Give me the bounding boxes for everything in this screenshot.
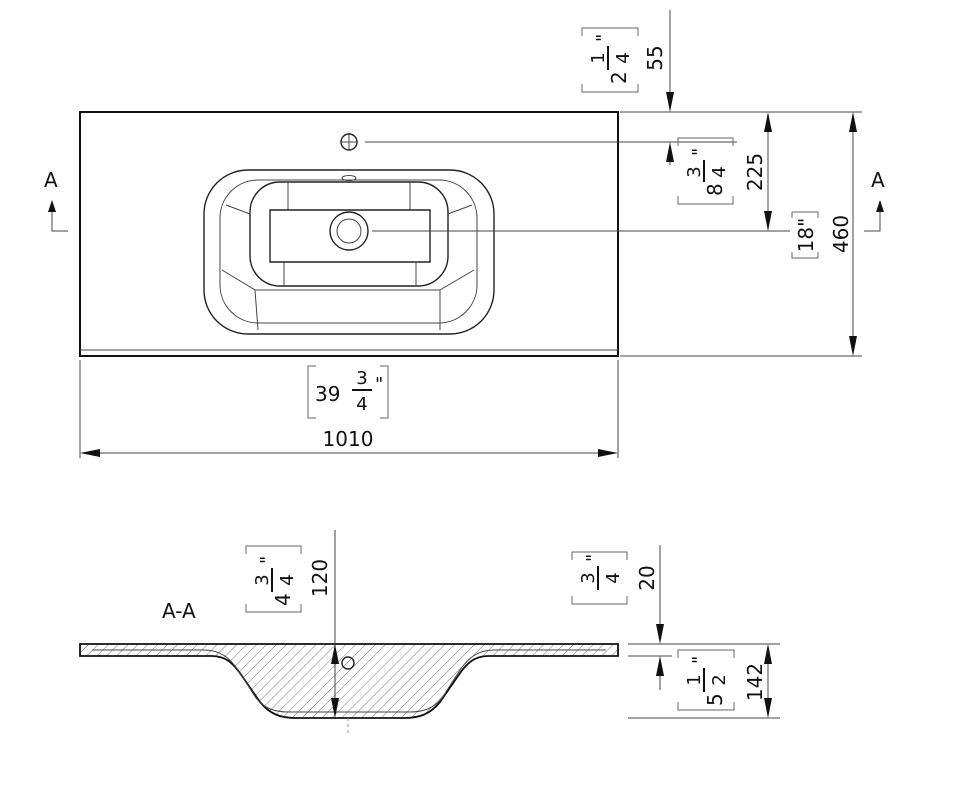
bowl-inner xyxy=(219,179,478,324)
bowl-facets xyxy=(221,182,475,331)
drain-offset-dimension: 225 8 3 4 " xyxy=(677,112,772,231)
width-mm-label: 1010 xyxy=(323,427,374,451)
bowl-depth-in-whole: 4 xyxy=(271,593,295,606)
tap-offset-in-den: 4 xyxy=(613,52,634,63)
bowl-depth-in-den: 4 xyxy=(277,574,298,585)
width-dimension: 1010 39 3 4 " xyxy=(79,360,619,458)
drain-offset-in-whole: 8 xyxy=(703,183,727,196)
width-in-den: 4 xyxy=(356,394,367,415)
section-title: A-A xyxy=(162,599,196,623)
drain xyxy=(329,211,369,251)
section-marker-right: A xyxy=(864,168,885,232)
section-inner-line xyxy=(92,649,606,713)
tap-offset-in-mark: " xyxy=(593,34,614,42)
bowl-outer xyxy=(203,169,495,335)
height-in-whole: 5 xyxy=(703,693,727,706)
drain-offset-mm-label: 225 xyxy=(743,153,767,191)
rim-in-den: 4 xyxy=(603,572,624,583)
drain-inner xyxy=(336,218,362,244)
bowl-basin xyxy=(249,181,449,287)
bowl-depth-mm-label: 120 xyxy=(308,559,332,597)
overflow-slot xyxy=(341,175,357,181)
rim-dimension: 20 3 4 " xyxy=(571,545,672,690)
tap-offset-in-num: 1 xyxy=(588,52,609,63)
drain-offset-in-num: 3 xyxy=(684,166,705,177)
depth-dimension: 460 18" xyxy=(620,111,862,357)
section-profile xyxy=(79,643,619,719)
height-mm-label: 142 xyxy=(743,663,767,701)
tap-offset-in-whole: 2 xyxy=(607,71,631,84)
height-in-den: 2 xyxy=(709,674,730,685)
bowl-depth-in-num: 3 xyxy=(252,574,273,585)
top-view: A A 1010 39 3 4 " xyxy=(44,10,885,458)
rim-mm-label: 20 xyxy=(635,565,659,590)
section-view: A-A 120 4 3 4 " 20 3 xyxy=(79,530,780,735)
drain-offset-in-den: 4 xyxy=(709,166,730,177)
bowl-depth-in-mark: " xyxy=(257,556,278,564)
height-dimension: 142 5 1 2 " xyxy=(628,643,780,719)
depth-mm-label: 460 xyxy=(829,215,853,253)
section-marker-left: A xyxy=(44,168,68,232)
sink-outline xyxy=(79,111,619,357)
rim-in-num: 3 xyxy=(578,572,599,583)
overflow-hole-section xyxy=(341,656,355,670)
width-in-num: 3 xyxy=(356,368,367,389)
bowl-depth-dimension: 120 4 3 4 " xyxy=(245,530,339,718)
rim-in-mark: " xyxy=(583,554,604,562)
width-in-mark: " xyxy=(375,374,383,395)
tap-offset-dimension: 55 2 1 4 " xyxy=(581,10,674,165)
section-marker-label-right: A xyxy=(871,168,885,192)
section-marker-label-left: A xyxy=(44,168,58,192)
height-in-mark: " xyxy=(689,656,710,664)
width-in-whole: 39 xyxy=(315,382,340,406)
tap-offset-mm-label: 55 xyxy=(643,45,667,70)
drain-offset-in-mark: " xyxy=(689,148,710,156)
height-in-num: 1 xyxy=(684,674,705,685)
depth-in-label: 18" xyxy=(794,218,818,253)
